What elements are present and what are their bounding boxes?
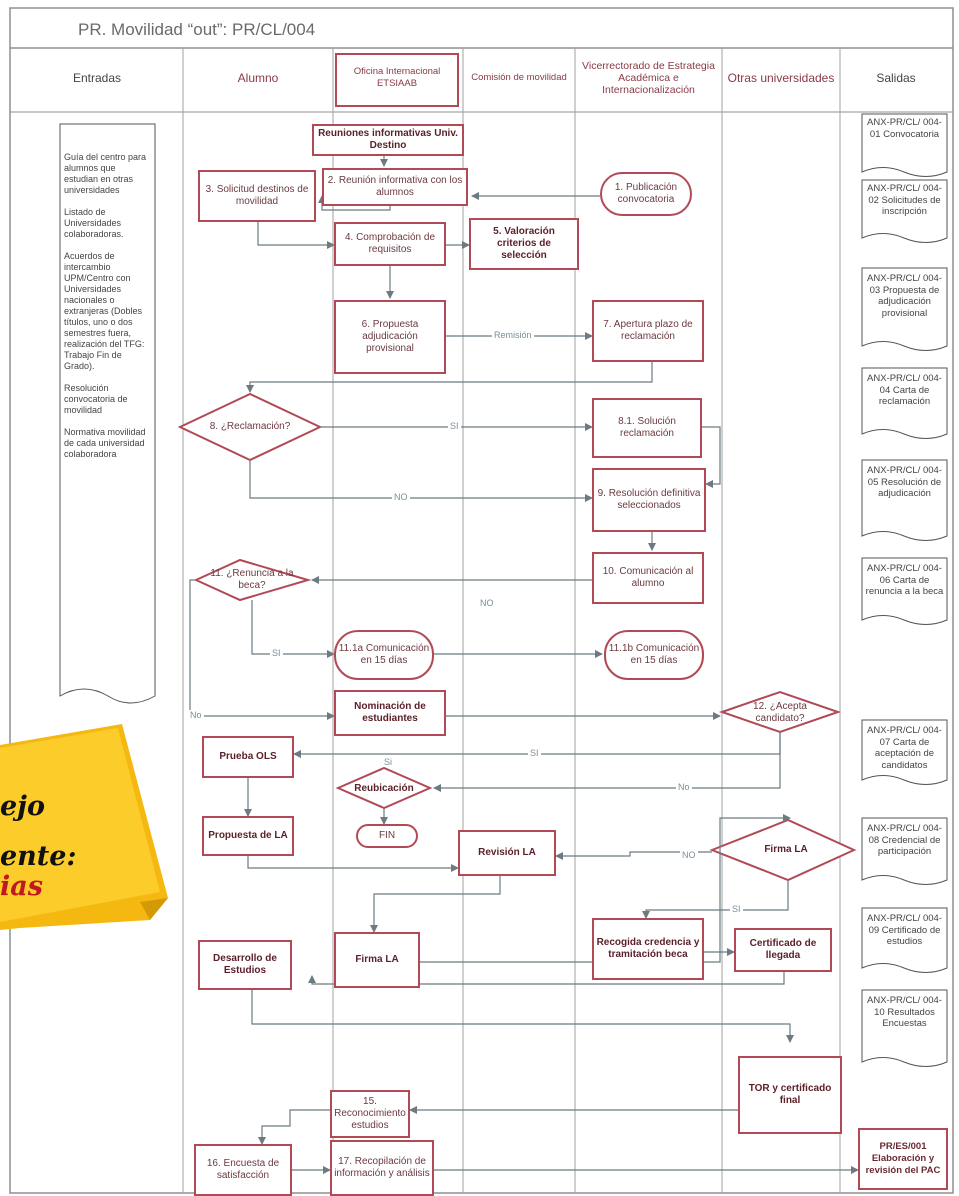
label-si-reclamacion: SI <box>448 421 461 431</box>
node-2-reunion: 2. Reunión informativa con los alumnos <box>322 168 468 206</box>
node-9-resolucion: 9. Resolución definitiva seleccionados <box>592 468 706 532</box>
decision-shapes <box>177 392 857 882</box>
lane-header-entradas: Entradas <box>72 71 122 85</box>
label-si-reubicacion: Si <box>382 757 395 767</box>
lane-header-otras: Otras universidades <box>727 71 835 85</box>
output-pr-es-001: PR/ES/001 Elaboración y revisión del PAC <box>858 1128 948 1190</box>
decision-firma-la: Firma LA <box>764 844 808 855</box>
label-si-renuncia: SI <box>270 648 283 658</box>
node-propuesta-la: Propuesta de LA <box>202 816 294 856</box>
label-no-renuncia-2: No <box>188 710 204 720</box>
output-004-08: ANX-PR/CL/ 004-08 Credencial de particip… <box>867 823 942 857</box>
output-004-01: ANX-PR/CL/ 004-01 Convocatoria <box>867 117 942 140</box>
output-004-02: ANX-PR/CL/ 004-02 Solicitudes de inscrip… <box>867 183 942 217</box>
node-7-apertura: 7. Apertura plazo de reclamación <box>592 300 704 362</box>
sticky-note <box>0 724 168 930</box>
node-81-solucion: 8.1. Solución reclamación <box>592 398 702 458</box>
node-firma-la: Firma LA <box>334 932 420 988</box>
output-004-10: ANX-PR/CL/ 004-10 Resultados Encuestas <box>867 995 942 1029</box>
inputs-document-shape <box>59 123 156 704</box>
node-15-reconocimiento: 15. Reconocimiento estudios <box>330 1090 410 1138</box>
node-11b-comunicacion: 11.1b Comunicación en 15 días <box>604 630 704 680</box>
label-no-firma: NO <box>680 850 698 860</box>
output-004-07: ANX-PR/CL/ 004-07 Carta de aceptación de… <box>867 725 942 771</box>
inputs-list: Guía del centro para alumnos que estudia… <box>64 152 147 459</box>
output-004-09: ANX-PR/CL/ 004-09 Certificado de estudio… <box>867 913 942 947</box>
node-revision-la: Revisión LA <box>458 830 556 876</box>
node-5-valoracion: 5. Valoración criterios de selección <box>469 218 579 270</box>
sticky-note-line-3: ias <box>0 871 43 902</box>
node-reuniones: Reuniones informativas Univ. Destino <box>312 124 464 156</box>
sticky-note-line-2: ente: <box>0 841 77 872</box>
lane-header-vicerrectorado: Vicerrectorado de Estrategia Académica e… <box>582 60 715 96</box>
node-17-recopilacion: 17. Recopilación de información y anális… <box>330 1140 434 1196</box>
node-nominacion: Nominación de estudiantes <box>334 690 446 736</box>
connectors <box>189 156 859 1174</box>
node-10-comunicacion: 10. Comunicación al alumno <box>592 552 704 604</box>
label-no-acepta: No <box>676 782 692 792</box>
page-title: PR. Movilidad “out”: PR/CL/004 <box>78 20 316 39</box>
label-no-renuncia: NO <box>478 598 496 608</box>
output-004-03: ANX-PR/CL/ 004-03 Propuesta de adjudicac… <box>867 273 942 319</box>
node-desarrollo: Desarrollo de Estudios <box>198 940 292 990</box>
outputs-document-shapes <box>861 113 948 1067</box>
label-no-reclamacion: NO <box>392 492 410 502</box>
node-4-comprobacion: 4. Comprobación de requisitos <box>334 222 446 266</box>
label-si-acepta: SI <box>528 748 541 758</box>
decision-11-renuncia: 11. ¿Renuncia a la beca? <box>210 568 294 591</box>
output-004-06: ANX-PR/CL/ 004-06 Carta de renuncia a la… <box>865 563 944 597</box>
lane-header-salidas: Salidas <box>876 71 916 85</box>
node-11a-comunicacion: 11.1a Comunicación en 15 días <box>334 630 434 680</box>
node-3-solicitud: 3. Solicitud destinos de movilidad <box>198 170 316 222</box>
node-1-publicacion: 1. Publicación convocatoria <box>600 172 692 216</box>
lane-header-alumno: Alumno <box>237 71 279 85</box>
node-fin: FIN <box>356 824 418 848</box>
lane-header-oficina: Oficina Internacional ETSIAAB <box>353 66 441 89</box>
decision-12-acepta: 12. ¿Acepta candidato? <box>753 701 807 724</box>
label-si-firma: SI <box>730 904 743 914</box>
output-004-05: ANX-PR/CL/ 004-05 Resolución de adjudica… <box>867 465 942 499</box>
decision-reubicacion: Reubicación <box>354 783 414 794</box>
node-prueba-ols: Prueba OLS <box>202 736 294 778</box>
node-16-encuesta: 16. Encuesta de satisfacción <box>194 1144 292 1196</box>
node-recogida: Recogida credencia y tramitación beca <box>592 918 704 980</box>
node-tor: TOR y certificado final <box>738 1056 842 1134</box>
label-remision: Remisión <box>492 330 534 340</box>
lane-header-comision: Comisión de movilidad <box>471 72 567 83</box>
output-004-04: ANX-PR/CL/ 004-04 Carta de reclamación <box>867 373 942 407</box>
node-6-propuesta: 6. Propuesta adjudicación provisional <box>334 300 446 374</box>
node-certificado-llegada: Certificado de llegada <box>734 928 832 972</box>
decision-8-reclamacion: 8. ¿Reclamación? <box>209 421 291 432</box>
diagram-frame <box>9 7 954 1194</box>
sticky-note-line-1: ejo <box>0 791 45 822</box>
